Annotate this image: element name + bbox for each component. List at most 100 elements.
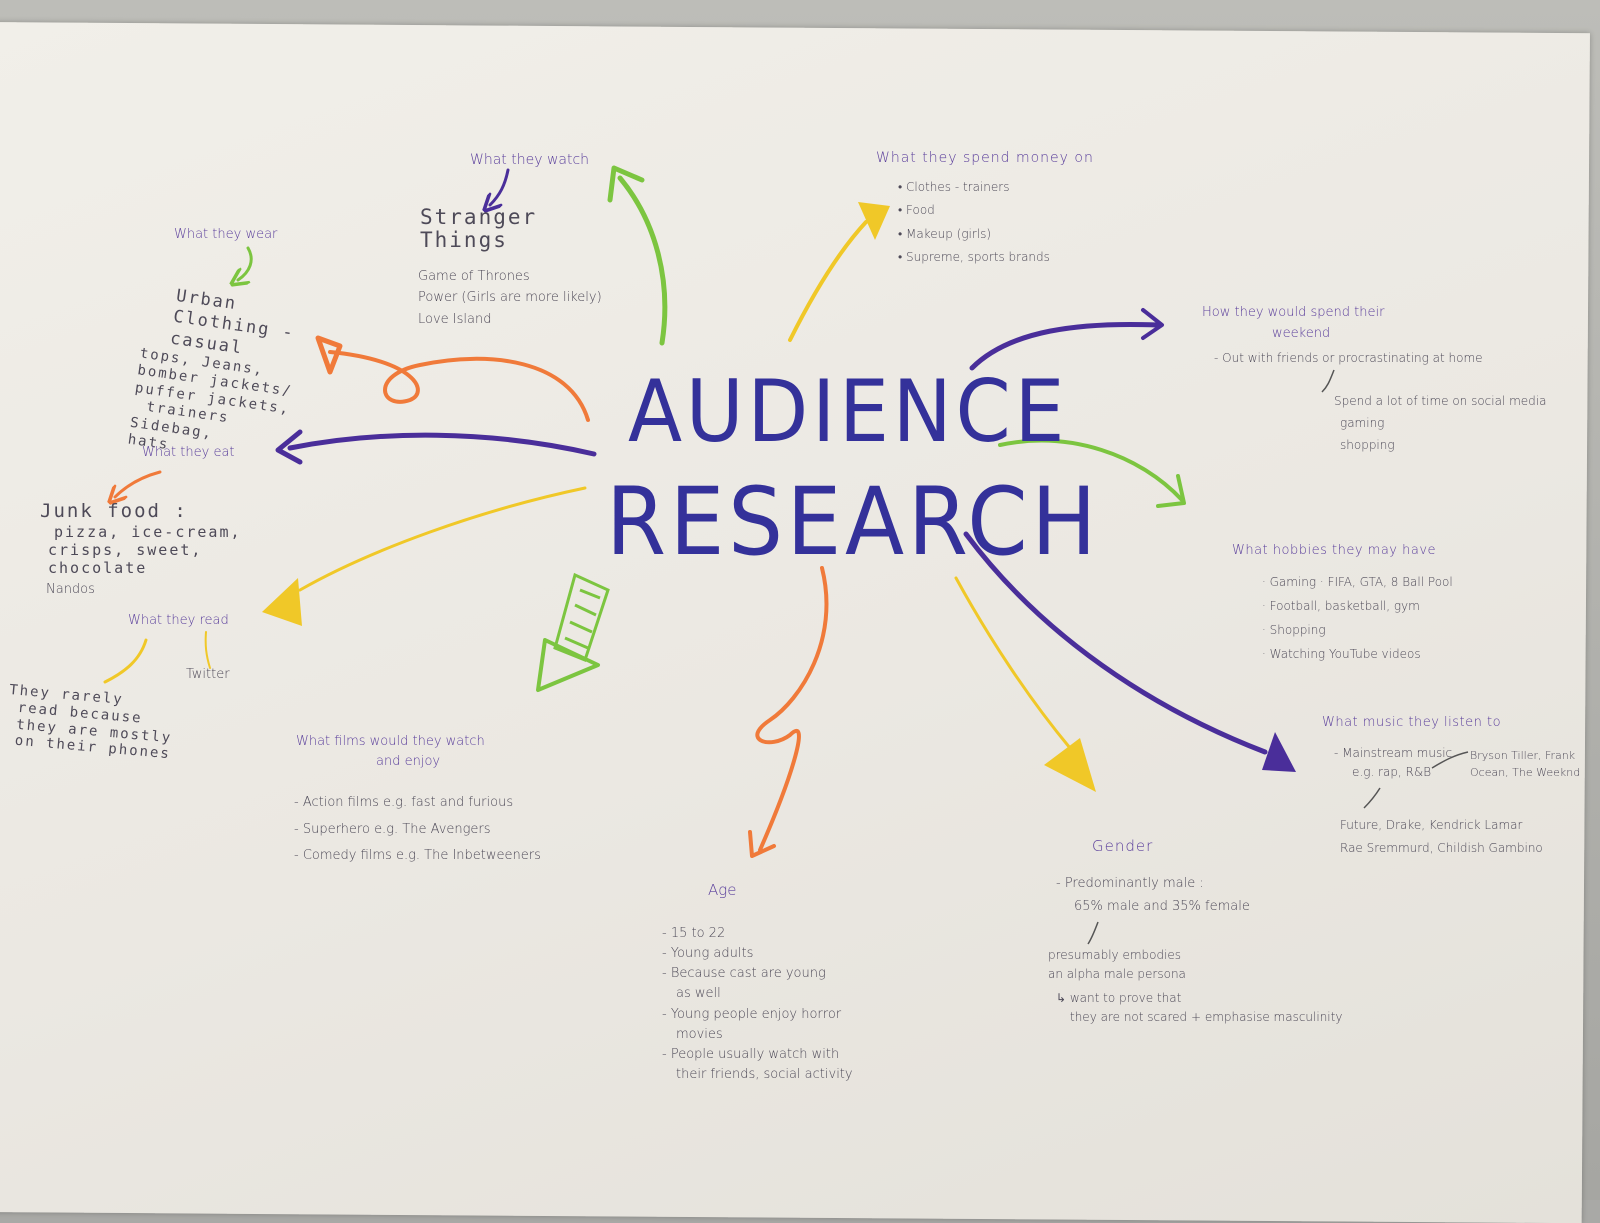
hobbies-item: · Shopping	[1262, 623, 1326, 637]
age-item: - 15 to 22	[662, 926, 726, 941]
arrow-read-head	[262, 578, 302, 626]
arrow-eat	[287, 432, 597, 457]
hobbies-heading: What hobbies they may have	[1232, 543, 1437, 558]
wear-heading: What they wear	[174, 227, 278, 242]
music-item: Rae Sremmurd, Childish Gambino	[1340, 840, 1543, 855]
eat-heading: What they eat	[142, 445, 235, 460]
watch-show-line: Stranger	[420, 205, 538, 229]
gender-heading: Gender	[1092, 837, 1154, 855]
films-item: - Superhero e.g. The Avengers	[294, 821, 491, 837]
music-artists-1: Bryson Tiller, Frank Ocean, The Weeknd	[1470, 748, 1580, 781]
music-artists-2: Future, Drake, Kendrick Lamar Rae Sremmu…	[1340, 814, 1543, 860]
arrow-age	[755, 566, 829, 852]
arrow-films-hatch	[564, 588, 601, 650]
films-item: - Comedy films e.g. The Inbetweeners	[294, 848, 541, 864]
arrow-weekend-head	[1141, 308, 1164, 340]
arrow-eat-head	[275, 429, 303, 465]
spend-item: • Supreme, sports brands	[898, 250, 1050, 265]
watch-heading: What they watch	[470, 152, 590, 168]
music-item: Future, Drake, Kendrick Lamar	[1340, 818, 1523, 832]
spend-item: • Clothes - trainers	[898, 180, 1010, 194]
gender-item: ↳ want to prove that	[1056, 991, 1182, 1006]
arrow-weekend	[969, 321, 1161, 371]
arrow-read-small	[103, 638, 148, 684]
arrow-music-small2	[1363, 787, 1381, 809]
films-item: - Action films e.g. fast and furious	[294, 795, 514, 810]
hobbies-item: · Watching YouTube videos	[1262, 647, 1421, 661]
arrow-wear	[328, 350, 590, 422]
arrow-watch	[617, 175, 668, 346]
gender-item: an alpha male persona	[1048, 966, 1186, 981]
arrow-hobbies-head	[1156, 474, 1186, 508]
age-item: - Young people enjoy horror	[662, 1006, 842, 1022]
arrow-spend	[788, 220, 868, 342]
watch-show: Stranger Things	[420, 205, 538, 253]
films-heading-line: What films would they watch	[296, 734, 485, 749]
films-heading-line: and enjoy	[376, 753, 441, 769]
age-heading: Age	[708, 881, 737, 899]
weekend-heading: How they would spend their weekend	[1202, 302, 1384, 345]
read-twitter: Twitter	[186, 667, 230, 682]
age-item: - People usually watch with	[662, 1046, 840, 1062]
title-line-1: AUDIENCE	[628, 362, 1069, 462]
eat-item: pizza, ice-cream,	[54, 522, 242, 541]
arrow-music-small1	[1431, 751, 1469, 769]
music-item: Ocean, The Weeknd	[1470, 765, 1581, 779]
arrow-age-head	[748, 830, 776, 858]
weekend-list: Spend a lot of time on social media gami…	[1334, 390, 1547, 457]
watch-list: Game of Thrones Power (Girls are more li…	[418, 266, 602, 330]
weekend-item-0: - Out with friends or procrastinating at…	[1214, 351, 1483, 365]
arrow-films-head	[536, 638, 600, 692]
arrow-watch-small	[490, 168, 510, 205]
age-list: - 15 to 22 - Young adults - Because cast…	[662, 924, 853, 1085]
eat-item: crisps, sweet,	[48, 540, 203, 559]
gender-item: they are not scared + emphasise masculin…	[1070, 1009, 1343, 1024]
gender-item: - Predominantly male :	[1056, 876, 1204, 891]
watch-item: Power (Girls are more likely)	[418, 290, 602, 306]
spend-heading: What they spend money on	[876, 150, 1094, 166]
read-heading: What they read	[128, 613, 229, 628]
weekend-item: shopping	[1340, 438, 1395, 453]
read-list: They rarely read because they are mostly…	[4, 682, 176, 763]
arrow-spend-head	[858, 202, 890, 240]
gender-item: 65% male and 35% female	[1074, 899, 1250, 915]
arrow-wear-head	[315, 335, 343, 375]
arrow-eat-small	[115, 470, 162, 497]
music-genre: - Mainstream music e.g. rap, R&B	[1334, 744, 1452, 781]
watch-show-line: Things	[420, 228, 508, 253]
arrow-watch-head	[607, 165, 645, 203]
spend-item: • Food	[898, 203, 935, 218]
arrow-gender-head	[1044, 738, 1096, 792]
gender-list-2: presumably embodies an alpha male person…	[1048, 946, 1342, 1026]
title-line-2: RESEARCH	[606, 468, 1101, 577]
arrow-music-head	[1262, 732, 1296, 772]
gender-list-1: - Predominantly male : 65% male and 35% …	[1056, 872, 1250, 919]
eat-item: Junk food :	[40, 500, 188, 522]
weekend-heading-line: weekend	[1272, 326, 1331, 342]
hobbies-list: · Gaming · FIFA, GTA, 8 Ball Pool · Foot…	[1262, 570, 1453, 666]
arrow-read	[298, 486, 587, 592]
arrow-twitter-small	[204, 631, 211, 669]
arrow-music	[963, 531, 1268, 755]
age-item: - Because cast are young	[662, 966, 826, 982]
arrow-weekend-small	[1321, 369, 1335, 393]
eat-list: Junk food : pizza, ice-cream, crisps, sw…	[40, 500, 242, 577]
music-heading: What music they listen to	[1322, 715, 1502, 730]
weekend-item: Spend a lot of time on social media	[1334, 394, 1547, 408]
weekend-item: gaming	[1340, 416, 1385, 431]
age-item: as well	[676, 986, 721, 1002]
films-list: - Action films e.g. fast and furious - S…	[294, 790, 541, 870]
age-item: their friends, social activity	[676, 1066, 853, 1082]
music-item: e.g. rap, R&B	[1352, 764, 1432, 779]
watch-item: Love Island	[418, 311, 492, 327]
arrow-wear-small	[238, 246, 253, 280]
arrow-gender	[954, 576, 1072, 750]
spend-list: • Clothes - trainers • Food • Makeup (gi…	[898, 176, 1050, 270]
arrow-hobbies	[998, 438, 1184, 502]
music-item: - Mainstream music	[1334, 746, 1453, 760]
spend-item: • Makeup (girls)	[898, 226, 992, 241]
gender-item: presumably embodies	[1048, 948, 1182, 962]
wear-list: Urban Clothing - casual tops, Jeans, bom…	[127, 282, 305, 471]
films-heading: What films would they watch and enjoy	[296, 732, 485, 771]
